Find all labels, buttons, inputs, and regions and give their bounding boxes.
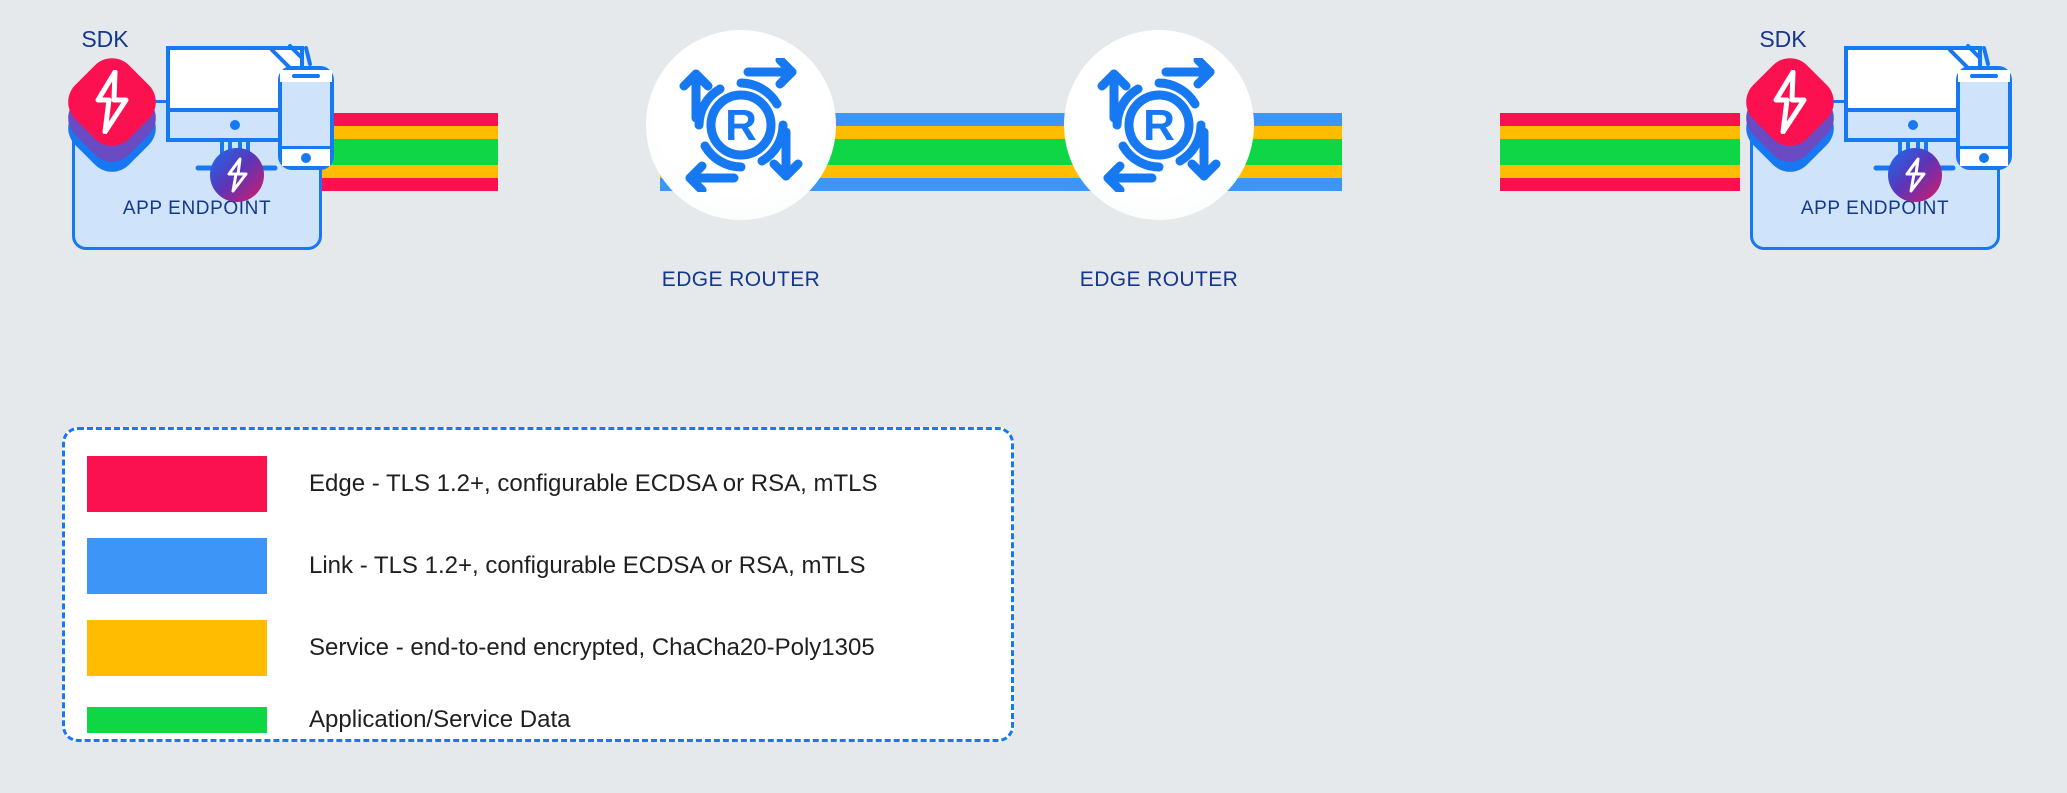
legend-swatch-service [87, 620, 267, 676]
edge-router-icon: R [1097, 58, 1221, 192]
legend-item-link: Link - TLS 1.2+, configurable ECDSA or R… [87, 538, 987, 594]
endpoint-label-left: APP ENDPOINT [122, 198, 272, 219]
legend-label-app-data: Application/Service Data [309, 706, 571, 733]
legend-item-edge: Edge - TLS 1.2+, configurable ECDSA or R… [87, 456, 987, 512]
endpoint-label-right: APP ENDPOINT [1800, 198, 1950, 219]
svg-text:R: R [725, 101, 757, 150]
edge-router-right[interactable]: R EDGE ROUTER [1064, 30, 1254, 291]
legend-swatch-link [87, 538, 267, 594]
legend-item-service: Service - end-to-end encrypted, ChaCha20… [87, 620, 987, 676]
sdk-label-left: SDK [81, 26, 129, 52]
router-label-left: EDGE ROUTER [661, 268, 821, 291]
legend-panel: Edge - TLS 1.2+, configurable ECDSA or R… [62, 427, 1014, 742]
legend-swatch-app-data [87, 707, 267, 733]
sdk-stack-icon [58, 48, 166, 182]
legend-label-link: Link - TLS 1.2+, configurable ECDSA or R… [309, 552, 866, 579]
sdk-label-right: SDK [1759, 26, 1807, 52]
lightning-bolt-icon [95, 70, 129, 134]
router-disc-right [1064, 30, 1254, 220]
band-edge-top-right [1500, 113, 1740, 126]
legend-label-service: Service - end-to-end encrypted, ChaCha20… [309, 634, 875, 661]
band-service-top-right [1500, 126, 1740, 139]
legend-label-edge: Edge - TLS 1.2+, configurable ECDSA or R… [309, 470, 878, 497]
ziti-bolt-badge-icon-right[interactable] [1888, 148, 1942, 202]
router-label-right: EDGE ROUTER [1079, 268, 1239, 291]
app-endpoint-left[interactable]: SDK APP ENDPOINT [42, 0, 382, 290]
band-appdata-right [1500, 139, 1740, 165]
legend-swatch-edge [87, 456, 267, 512]
band-edge-bot-right [1500, 178, 1740, 191]
ziti-bolt-badge-icon-left[interactable] [210, 148, 264, 202]
band-service-bot-right [1500, 165, 1740, 178]
app-endpoint-right[interactable]: SDK APP ENDPOINT [1720, 0, 2060, 290]
monitor-and-phone-icon [1838, 42, 2028, 182]
svg-text:R: R [1143, 101, 1175, 150]
edge-router-icon: R [679, 58, 803, 192]
sdk-stack-icon [1736, 48, 1844, 182]
legend-item-app-data: Application/Service Data [87, 692, 987, 748]
edge-router-left[interactable]: R EDGE ROUTER [646, 30, 836, 291]
lightning-bolt-icon [1773, 70, 1807, 134]
router-disc-left [646, 30, 836, 220]
